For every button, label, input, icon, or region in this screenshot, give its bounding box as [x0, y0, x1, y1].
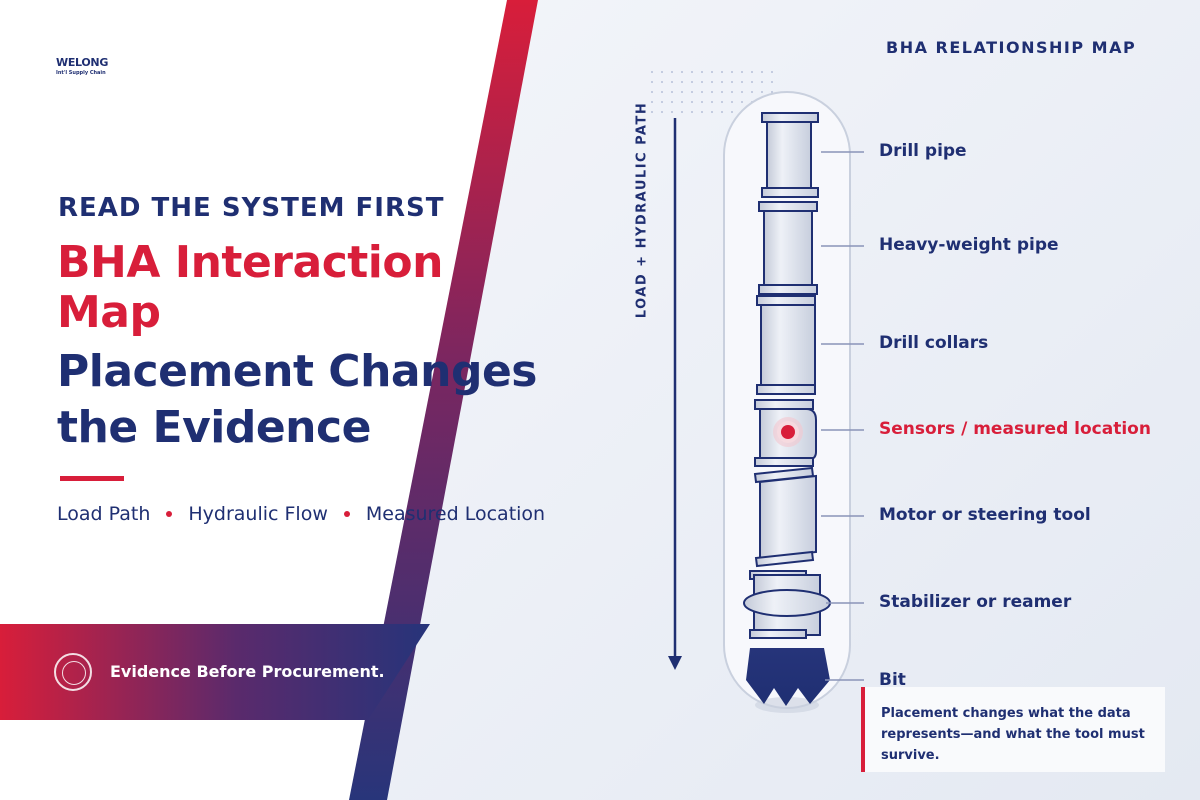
label-bit: Bit — [879, 670, 906, 690]
pillar-measured-location: Measured Location — [365, 503, 546, 525]
headline-primary: BHA Interaction Map — [57, 237, 443, 338]
drill-collars-shape — [756, 295, 816, 395]
label-stabilizer-reamer: Stabilizer or reamer — [879, 592, 1072, 612]
eyebrow-heading: READ THE SYSTEM FIRST — [58, 193, 445, 223]
ribbon-banner — [0, 624, 430, 720]
bullet-dot-icon — [343, 511, 350, 517]
drill-pipe-shape — [761, 112, 819, 198]
leader-lines — [821, 151, 864, 681]
headline-secondary: Placement Changes the Evidence — [57, 346, 537, 453]
stabilizer-shape — [743, 570, 831, 639]
map-title: BHA RELATIONSHIP MAP — [886, 38, 1137, 57]
label-heavy-weight-pipe: Heavy-weight pipe — [879, 235, 1059, 255]
target-circle-icon — [54, 653, 92, 691]
brand-logo: WELONG — [56, 56, 109, 69]
label-motor-steering-tool: Motor or steering tool — [879, 505, 1091, 525]
pillar-hydraulic-flow: Hydraulic Flow — [188, 503, 328, 525]
note-text: Placement changes what the data represen… — [881, 706, 1145, 763]
path-arrow-head — [668, 656, 682, 670]
pillar-load-path: Load Path — [57, 503, 151, 525]
note-callout: Placement changes what the data represen… — [861, 687, 1165, 772]
label-sensors: Sensors / measured location — [879, 419, 1151, 439]
label-drill-collars: Drill collars — [879, 333, 989, 353]
motor-tool-shape — [753, 466, 817, 568]
ribbon-text: Evidence Before Procurement. — [110, 662, 385, 681]
bit-shape — [746, 648, 830, 713]
sensor-sub-shape — [754, 399, 817, 467]
sensor-dot — [781, 425, 795, 439]
heavy-weight-pipe-shape — [758, 201, 818, 295]
accent-rule — [60, 476, 124, 481]
brand-tagline: Int'l Supply Chain — [56, 70, 106, 76]
diagonal-stripe — [349, 0, 538, 800]
pillar-list: Load Path Hydraulic Flow Measured Locati… — [57, 503, 545, 525]
bullet-dot-icon — [166, 511, 173, 517]
path-label: LOAD + HYDRAULIC PATH — [634, 101, 650, 319]
label-drill-pipe: Drill pipe — [879, 141, 967, 161]
